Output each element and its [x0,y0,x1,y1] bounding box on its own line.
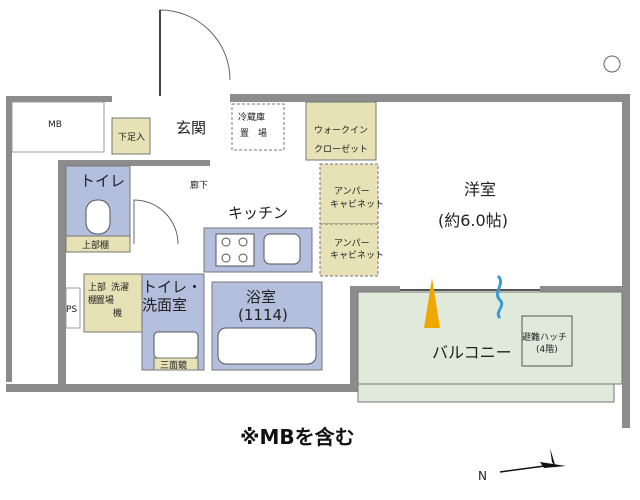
cabinet-lower-label-2: キャビネット [330,250,384,261]
washbasin [153,331,199,359]
bathroom-size: (1114) [238,306,288,324]
balcony-label: バルコニー [432,343,512,362]
cabinet-upper-label-2: キャビネット [330,199,384,210]
washer-label-a: 洗濯 [111,281,129,293]
shoe-storage [111,117,151,155]
cabinet-lower-label-1: アンパー [334,238,370,249]
mb-label: MB [48,120,62,130]
burner-icon [221,237,231,247]
hatch-label-1: 避難ハッチ [522,331,567,343]
washer-area [83,273,143,333]
mirror-cabinet [153,357,199,371]
hatch-label-2: (4階) [536,344,558,355]
western-room-label: 洋室 [464,180,496,199]
air-wave-icon [495,274,504,320]
bathroom-label: 浴室 [246,288,276,306]
upper-shelf [65,235,131,253]
sink [263,233,301,265]
entrance-door-swing [159,9,231,96]
fridge-space [231,103,285,151]
kitchen-label: キッチン [228,204,288,222]
cabinet-upper-label-1: アンパー [334,186,370,197]
upper-shelf-label: 上部棚 [82,239,109,251]
entrance-label: 玄関 [176,119,206,137]
toilet-door-swing [133,199,179,245]
stove [215,233,255,267]
north-label: N [478,469,487,483]
toilet-bowl [85,199,111,235]
balcony [357,291,623,385]
walkin-label-1: ウォークイン [314,125,368,136]
upper-shelf-2a: 上部 [88,281,106,293]
walkin-closet [305,101,377,161]
shoe-storage-label: 下足入 [118,132,145,143]
cabinet-lower [319,223,379,277]
burner-icon [238,253,248,263]
washroom-label-1: トイレ・ [142,278,202,296]
washer-label-b: 機 [113,307,122,319]
washer-label-c: 置場 [96,294,114,306]
balcony-lower [357,383,615,403]
cabinet-upper [319,163,379,225]
flame-icon [424,278,440,328]
toilet-label: トイレ [80,172,125,190]
drain-icon [603,55,621,73]
fridge-label-1: 冷蔵庫 [238,111,265,123]
washroom-label-2: 洗面室 [142,296,187,314]
burner-icon [221,253,231,263]
ps-shaft [65,287,81,329]
burner-icon [238,237,248,247]
ps-label: PS [66,305,77,315]
mb-closet [11,101,105,153]
footnote: ※MBを含む [240,425,355,449]
upper-shelf-2b: 棚 [88,294,97,306]
western-room-size: (約6.0帖) [438,211,508,230]
outer-walls [6,94,630,428]
bathtub [217,327,317,365]
fridge-label-2: 置 場 [240,127,267,139]
walkin-label-2: クローゼット [314,143,368,155]
hallway-label: 廊下 [190,179,208,191]
mirror-label: 三面鏡 [160,359,187,371]
evacuation-hatch [521,315,573,367]
compass-icon [499,448,566,473]
